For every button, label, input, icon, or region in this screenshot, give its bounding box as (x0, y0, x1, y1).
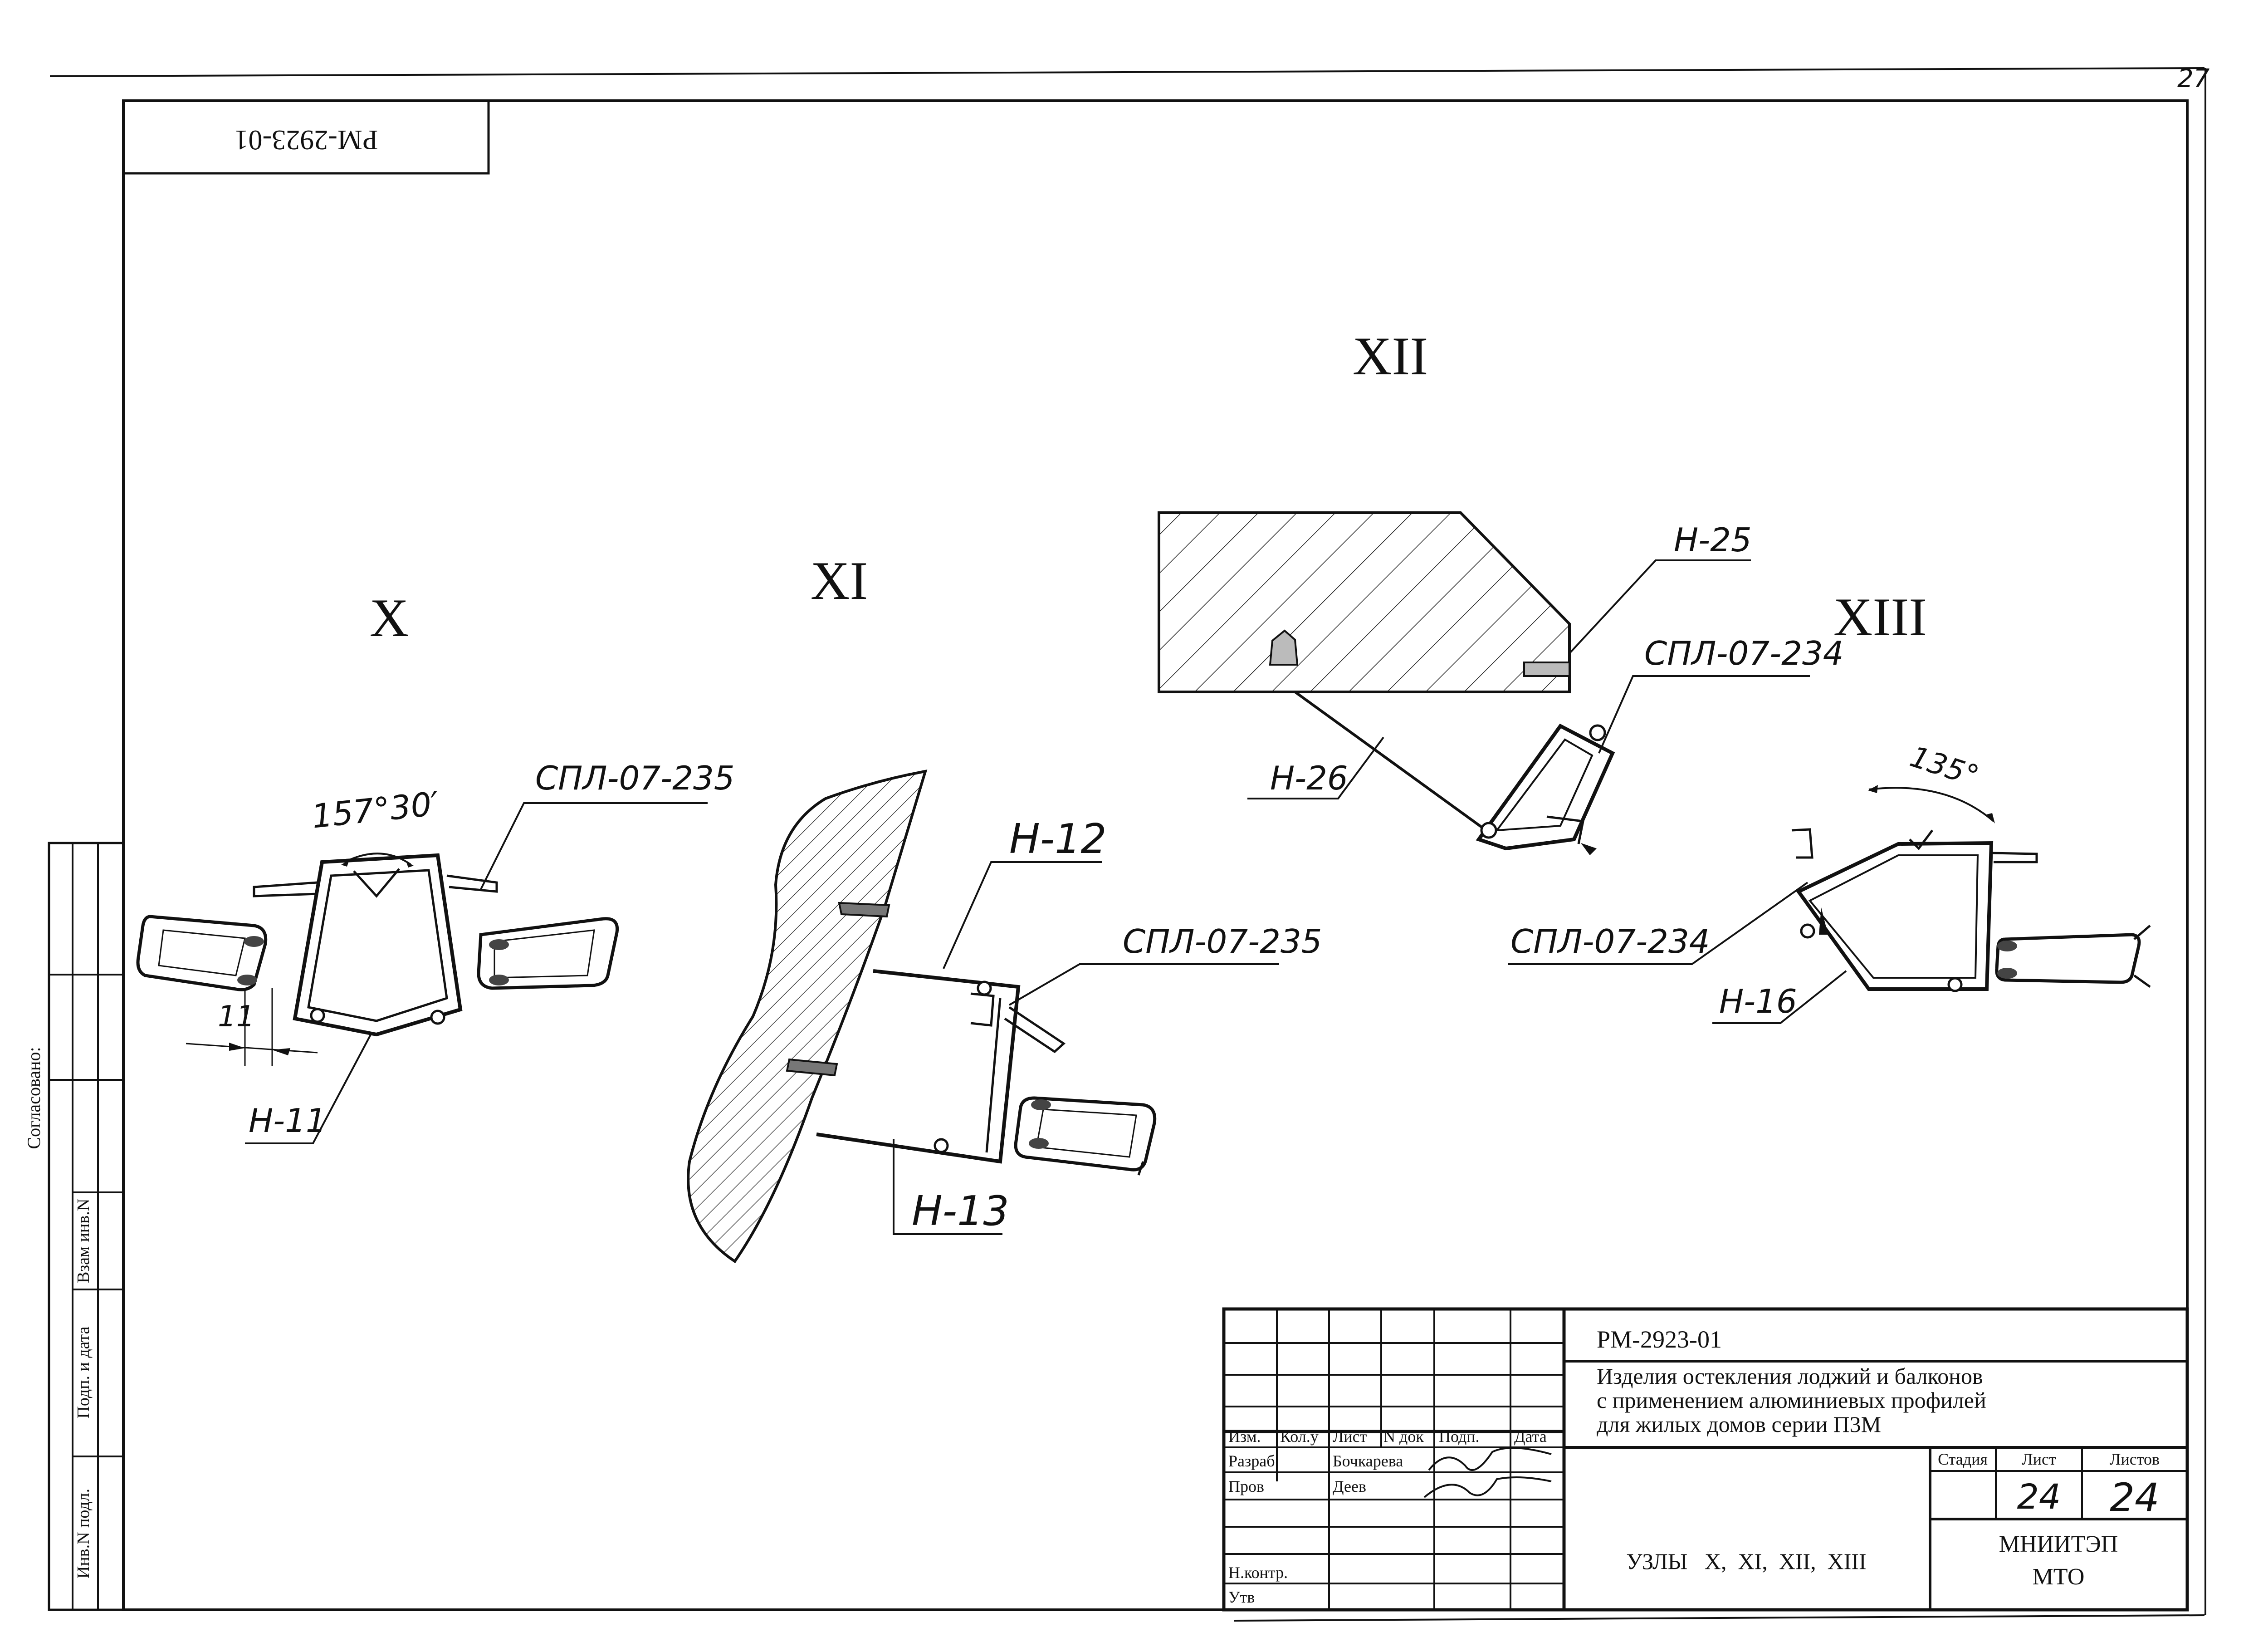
node-x-dim: 11 (218, 1000, 254, 1034)
tb-sheets-value: 24 (2110, 1475, 2159, 1520)
node-x-frame-profile (293, 853, 463, 1037)
tb-signature-check (1423, 1476, 1552, 1498)
sheet-number: 27 (2177, 64, 2210, 93)
strip-agreed: Согласовано: (24, 1047, 44, 1149)
node-x-angle: 157°30′ (310, 784, 441, 836)
node-xi-profile: СПЛ-07-235 (1123, 922, 1322, 961)
node-xi-wall (687, 770, 928, 1264)
top-stamp-code: РМ-2923-01 (235, 124, 378, 155)
node-xi-frame-profile (816, 969, 1021, 1164)
node-xiii-part: Н-16 (1719, 982, 1797, 1020)
node-x-right-sash (477, 917, 619, 990)
tb-role-dev: Разраб (1228, 1452, 1275, 1470)
tb-description-1: Изделия остекления лоджий и балконов (1597, 1363, 1983, 1389)
node-xiii: XIII 135° СПЛ-07-234 Н-16 (1508, 587, 2151, 1024)
node-xii-title: XII (1353, 326, 1428, 386)
tb-col-sheet: Лист (1333, 1427, 1367, 1446)
tb-sheet-label: Лист (2022, 1450, 2056, 1468)
node-xi-part-bottom: Н-13 (912, 1187, 1009, 1235)
tb-role-check: Пров (1228, 1477, 1264, 1495)
node-xi-title: XI (811, 550, 868, 611)
node-xii-profile: СПЛ-07-234 (1644, 634, 1844, 672)
node-xiii-profile: СПЛ-07-234 (1510, 922, 1710, 961)
tb-col-docno: N док (1383, 1427, 1424, 1446)
strip-sign-date: Подп. и дата (74, 1326, 93, 1418)
top-stamp-box (122, 99, 490, 175)
tb-name-check: Деев (1333, 1477, 1366, 1495)
tb-role-approve: Утв (1228, 1588, 1255, 1606)
trim-line-bottom (1233, 1614, 2205, 1622)
node-xiii-frame-profile (1795, 841, 1994, 991)
tb-org-2: МТО (2033, 1564, 2085, 1590)
tb-description-3: для жилых домов серии П3М (1597, 1412, 1881, 1437)
node-xiii-angle: 135° (1906, 740, 1983, 794)
node-x-part: Н-11 (249, 1102, 327, 1140)
tb-sheets-label: Листов (2110, 1450, 2160, 1468)
node-xi-sash (1014, 1096, 1157, 1172)
title-block: Изм. Кол.у Лист N док Подп. Дата Разраб … (1222, 1307, 2189, 1612)
node-x-title: X (370, 588, 409, 648)
node-xii-part-top: Н-25 (1674, 521, 1752, 559)
node-xii: XII Н-25 СПЛ-07-234 Н-26 (1158, 326, 1844, 855)
tb-name-dev: Бочкарева (1333, 1452, 1403, 1470)
node-xii-frame-profile (1476, 723, 1615, 851)
tb-doc-code: РМ-2923-01 (1597, 1326, 1722, 1353)
tb-drawing-name: УЗЛЫ X, XI, XII, XIII (1626, 1549, 1866, 1574)
node-xiii-title: XIII (1833, 587, 1927, 647)
left-strip: Согласовано: Взам инв.N Подп. и дата Инв… (24, 842, 125, 1611)
tb-col-sign: Подп. (1439, 1427, 1480, 1446)
tb-col-date: Дата (1514, 1427, 1547, 1446)
node-x-left-sash (136, 915, 268, 991)
strip-inv-orig: Инв.N подл. (74, 1489, 93, 1578)
tb-org-1: МНИИТЭП (1999, 1531, 2118, 1557)
node-x: X 157°30′ СПЛ-07-235 11 (136, 588, 735, 1144)
strip-replace-inv: Взам инв.N (74, 1199, 93, 1283)
node-xi-part-top: Н-12 (1009, 815, 1107, 863)
tb-role-normctrl: Н.контр. (1228, 1564, 1288, 1582)
trim-line-top (49, 67, 2205, 77)
tb-signature-dev (1428, 1447, 1552, 1471)
node-xii-part-bottom: Н-26 (1270, 759, 1348, 797)
node-x-profile: СПЛ-07-235 (535, 759, 735, 797)
tb-stage-label: Стадия (1938, 1450, 1988, 1468)
tb-description-2: с применением алюминиевых профилей (1597, 1387, 1986, 1413)
tb-col-qty: Кол.у (1280, 1427, 1319, 1446)
node-xi: XI Н-12 СПЛ-07-235 Н-13 (687, 550, 1322, 1264)
tb-sheet-value: 24 (2017, 1476, 2061, 1517)
node-xii-slab (1158, 511, 1571, 693)
node-xiii-sash (1995, 933, 2141, 984)
tb-col-change: Изм. (1228, 1427, 1261, 1446)
